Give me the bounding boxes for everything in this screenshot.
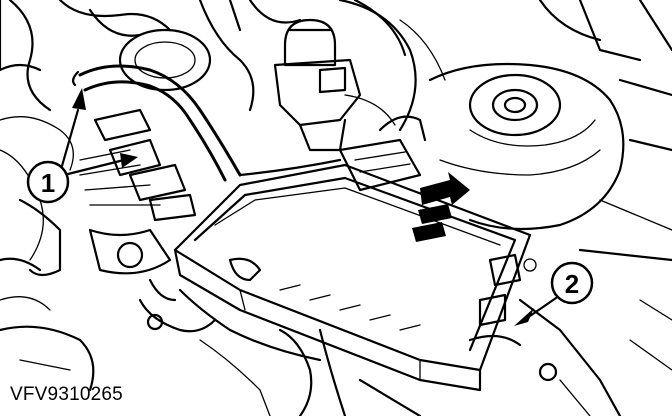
connector-harness	[238, 115, 427, 192]
lift-direction-arrow	[412, 172, 470, 242]
callout-2: 2	[514, 261, 594, 326]
figure-reference-code: VFV9310265	[10, 384, 123, 405]
callout-2-label: 2	[565, 269, 579, 299]
brake-servo	[338, 0, 446, 132]
fuse-box	[173, 163, 537, 392]
suspension-turret	[428, 0, 672, 262]
brake-reservoir	[273, 18, 396, 152]
connector-cluster	[79, 108, 217, 333]
callout-1: 1	[26, 88, 138, 204]
main-hose	[71, 64, 242, 182]
lower-structure	[178, 288, 672, 416]
callout-1-label: 1	[41, 168, 55, 198]
